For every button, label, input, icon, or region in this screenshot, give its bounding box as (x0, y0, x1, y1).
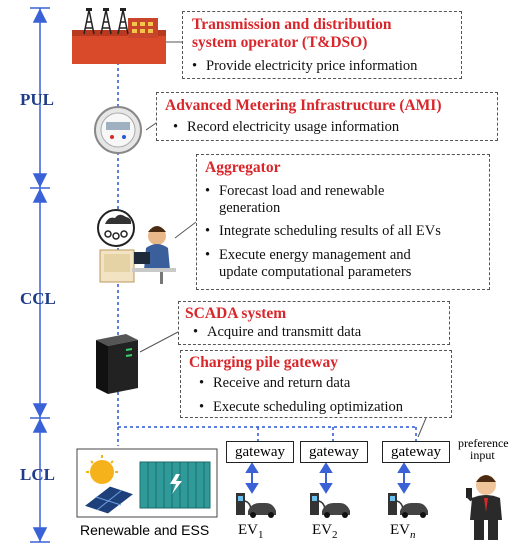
charging-title: Charging pile gateway (189, 354, 338, 371)
aggregator-bullet-3: •Execute energy management and (205, 247, 411, 263)
ami-bullet-1-text: Record electricity usage information (187, 119, 400, 135)
charging-pile-box: Charging pile gateway •Receive and retur… (180, 350, 452, 418)
ev-label-1-sub: 1 (258, 529, 264, 541)
layer-label-pul: PUL (20, 90, 54, 109)
charging-bullet-1: •Receive and return data (199, 375, 351, 391)
aggregator-box: Aggregator •Forecast load and renewable … (196, 154, 490, 290)
aggregator-bullet-3-line2: update computational parameters (219, 264, 412, 280)
ev-label-2: EV2 (312, 522, 338, 541)
preference-line1: preference (458, 436, 509, 450)
operator-computer-icon (97, 209, 176, 284)
aggregator-bullet-1: •Forecast load and renewable (205, 183, 385, 199)
electric-meter-icon (94, 106, 142, 154)
aggregator-bullet-3-line1: Execute energy management and (219, 247, 411, 263)
tdso-bullet-1-text: Provide electricity price information (206, 58, 418, 74)
layer-arrows (30, 7, 50, 543)
gateway-box-2: gateway (300, 441, 368, 463)
layer-label-ccl: CCL (20, 289, 56, 308)
aggregator-bullet-2: •Integrate scheduling results of all EVs (205, 223, 441, 239)
preference-line2: input (470, 448, 495, 462)
tdso-title-line2: system operator (T&DSO) (192, 34, 368, 51)
ev-label-2-sub: 2 (332, 529, 338, 541)
aggregator-title: Aggregator (205, 159, 281, 176)
solar-container-icon (76, 448, 218, 518)
ami-title: Advanced Metering Infrastructure (AMI) (165, 97, 442, 114)
ev-label-n-base: EV (390, 522, 410, 538)
aggregator-bullet-2-text: Integrate scheduling results of all EVs (219, 223, 441, 239)
ev-link-arrows (245, 462, 411, 494)
tdso-title-line1: Transmission and distribution (192, 16, 392, 33)
gateway-box-3: gateway (382, 441, 450, 463)
renewable-caption: Renewable and ESS (80, 522, 210, 538)
ami-box: Advanced Metering Infrastructure (AMI) •… (156, 92, 498, 141)
aggregator-bullet-1-line2: generation (219, 200, 281, 216)
scada-bullet-1-text: Acquire and transmitt data (207, 324, 362, 340)
aggregator-bullet-1-line1: Forecast load and renewable (219, 183, 385, 199)
businessman-phone-icon (466, 475, 502, 540)
power-plant-icon (72, 8, 166, 64)
ev-label-n-sub: n (410, 529, 416, 541)
ami-bullet-1: •Record electricity usage information (173, 119, 400, 135)
ev-label-1: EV1 (238, 522, 264, 541)
scada-title: SCADA system (185, 305, 287, 322)
scada-bullet-1: •Acquire and transmitt data (193, 324, 362, 340)
ev-charger-icon (236, 493, 428, 518)
gateway-box-1: gateway (226, 441, 294, 463)
layer-label-lcl: LCL (20, 465, 55, 484)
tdso-box: Transmission and distribution system ope… (182, 11, 462, 79)
ev-label-2-base: EV (312, 522, 332, 538)
ev-label-n: EVn (390, 522, 416, 541)
charging-bullet-1-text: Receive and return data (213, 375, 351, 391)
charging-bullet-2: •Execute scheduling optimization (199, 399, 404, 415)
server-tower-icon (96, 334, 138, 394)
scada-box: SCADA system •Acquire and transmitt data (178, 301, 450, 345)
charging-bullet-2-text: Execute scheduling optimization (213, 399, 404, 415)
tdso-bullet-1: •Provide electricity price information (192, 58, 418, 74)
ev-label-1-base: EV (238, 522, 258, 538)
